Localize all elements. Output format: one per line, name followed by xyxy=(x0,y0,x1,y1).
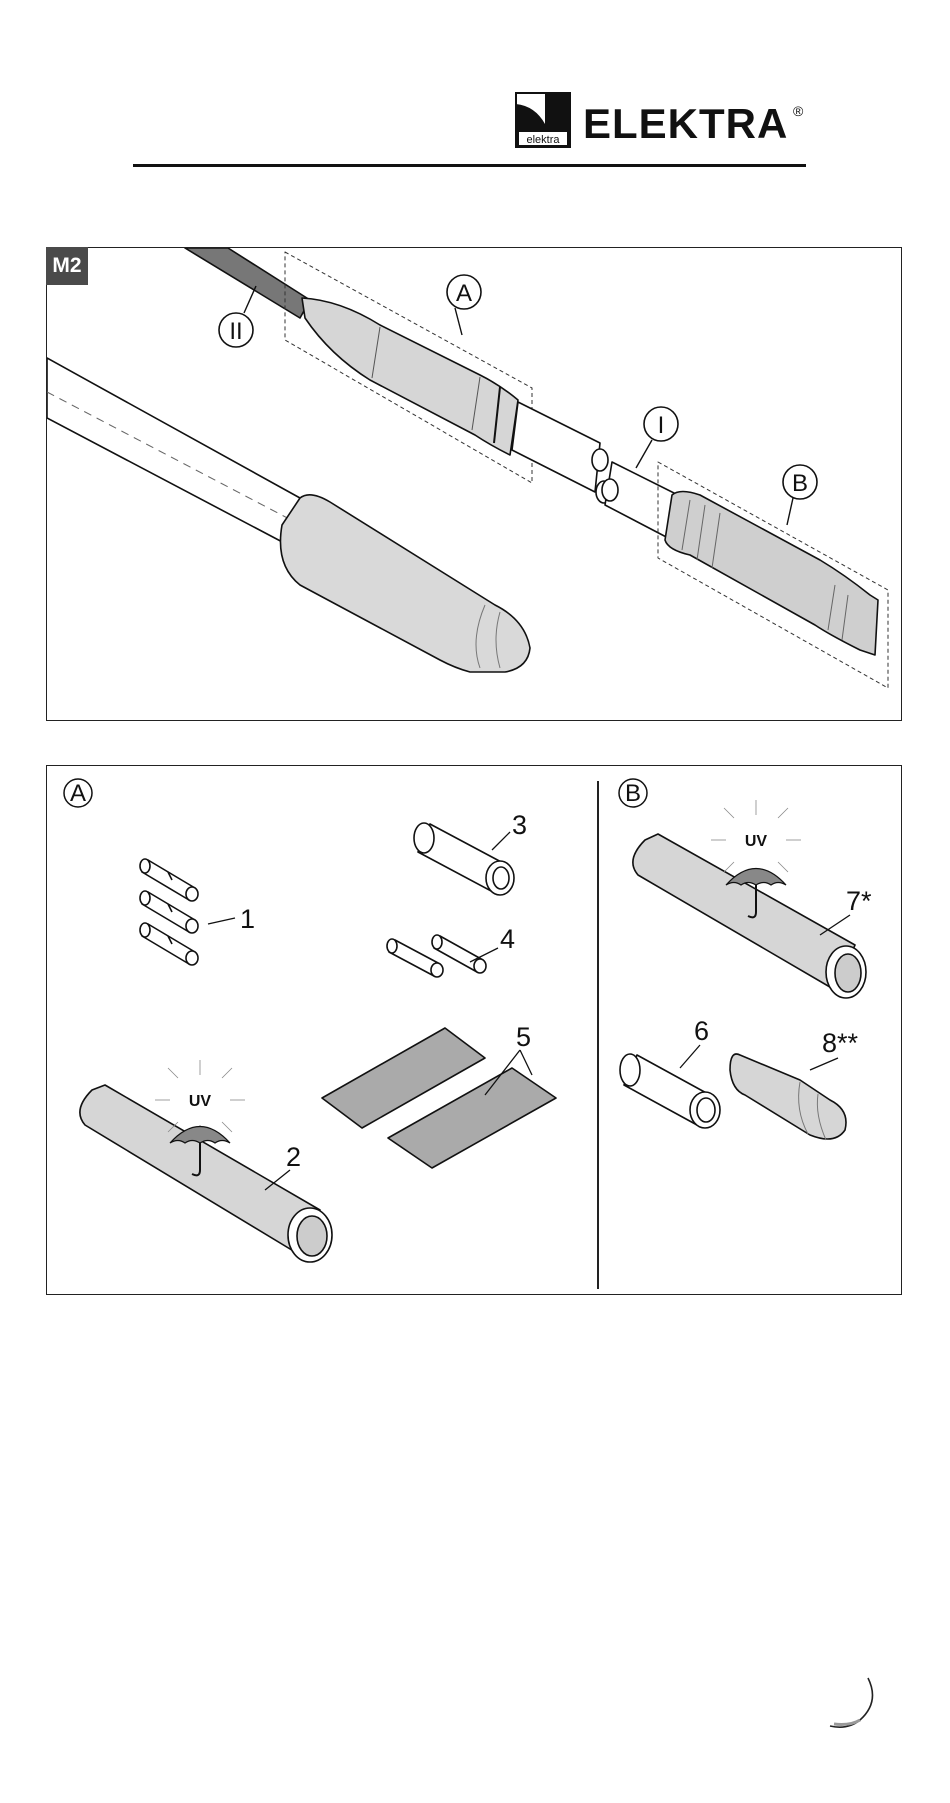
item-7-label: 7* xyxy=(846,886,872,916)
item-8-end-cap xyxy=(730,1054,846,1140)
uv-label-a: UV xyxy=(189,1093,212,1110)
section-b-label: B xyxy=(625,780,641,807)
item-5-label: 5 xyxy=(516,1022,531,1052)
item-1-connectors xyxy=(140,859,198,965)
item-1-label: 1 xyxy=(240,904,255,934)
item-3-label: 3 xyxy=(512,810,527,840)
item-6-sleeve xyxy=(620,1054,720,1128)
item-4-label: 4 xyxy=(500,924,515,954)
uv-label-b: UV xyxy=(745,833,768,850)
item-6-label: 6 xyxy=(694,1016,709,1046)
item-8-label: 8** xyxy=(822,1028,859,1058)
item-4-sleeves xyxy=(387,935,486,977)
page-curl-mark xyxy=(820,1672,880,1732)
section-a-label: A xyxy=(70,780,86,807)
item-2-tube xyxy=(80,1085,332,1262)
item-2-label: 2 xyxy=(286,1142,301,1172)
item-3-sleeve xyxy=(414,823,514,895)
